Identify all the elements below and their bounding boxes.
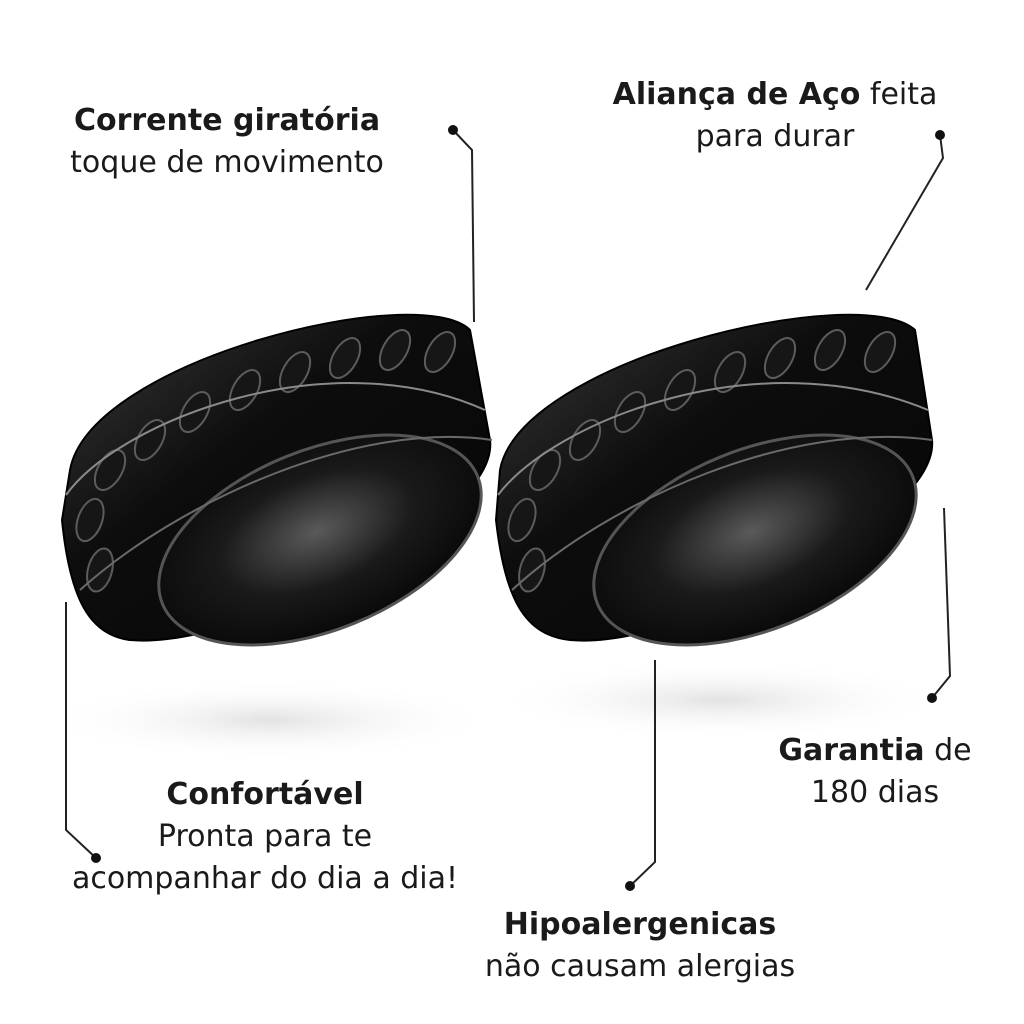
callout-comfort-title: Confortável <box>166 777 364 812</box>
callout-warranty-title: Garantia <box>778 733 925 768</box>
dot-warranty <box>927 693 937 703</box>
ring-left <box>40 313 500 760</box>
callout-comfort-line2: acompanhar do dia a dia! <box>71 861 459 896</box>
callout-warranty-title-rest: de <box>934 733 972 768</box>
callout-steel-title: Aliança de Aço <box>612 77 861 112</box>
callout-comfort-line1: Pronta para te <box>157 819 373 854</box>
callout-comfort: Confortável Pronta para te acompanhar do… <box>40 774 490 900</box>
dot-comfort <box>91 853 101 863</box>
callout-steel-text: para durar <box>695 119 855 154</box>
callout-steel-title-rest: feita <box>869 77 938 112</box>
callout-warranty: Garantia de 180 dias <box>760 730 990 814</box>
callout-hypo-text: não causam alergias <box>484 949 796 984</box>
callout-chain: Corrente giratória toque de movimento <box>20 100 434 184</box>
ring-right <box>490 313 950 740</box>
callout-chain-text: toque de movimento <box>70 145 384 180</box>
dot-chain <box>448 125 458 135</box>
callout-chain-title: Corrente giratória <box>73 103 381 138</box>
callout-hypo: Hipoalergenicas não causam alergias <box>440 904 840 988</box>
dot-steel <box>935 130 945 140</box>
callout-hypo-title: Hipoalergenicas <box>503 907 777 942</box>
leader-lines <box>65 129 952 887</box>
callout-warranty-text: 180 dias <box>810 775 940 810</box>
dot-hypo <box>625 881 635 891</box>
callout-steel: Aliança de Aço feita para durar <box>580 74 970 158</box>
